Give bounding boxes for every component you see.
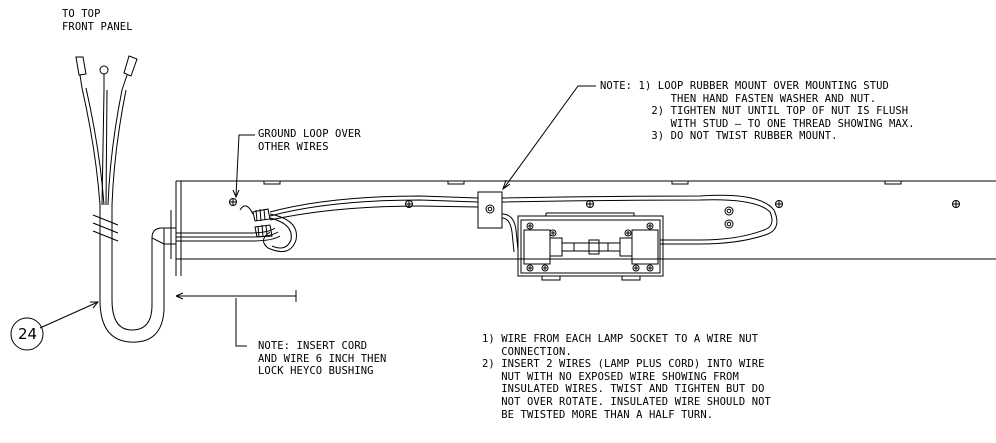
rubber-mount-note: NOTE: 1) LOOP RUBBER MOUNT OVER MOUNTING… [600, 80, 915, 143]
ground-loop-label: GROUND LOOP OVER OTHER WIRES [258, 128, 361, 153]
wire-instructions: 1) WIRE FROM EACH LAMP SOCKET TO A WIRE … [482, 333, 771, 421]
insert-cord-note: NOTE: INSERT CORD AND WIRE 6 INCH THEN L… [258, 340, 387, 378]
internal-wiring [176, 191, 778, 253]
front-panel-outline [170, 180, 996, 276]
leader-lines [39, 85, 596, 347]
callout-circle [10, 317, 44, 351]
callout-number-24: 24 [18, 325, 38, 343]
to-top-front-panel-label: TO TOP FRONT PANEL [62, 8, 133, 33]
lamp-assembly [517, 212, 664, 281]
power-cord [75, 55, 177, 343]
